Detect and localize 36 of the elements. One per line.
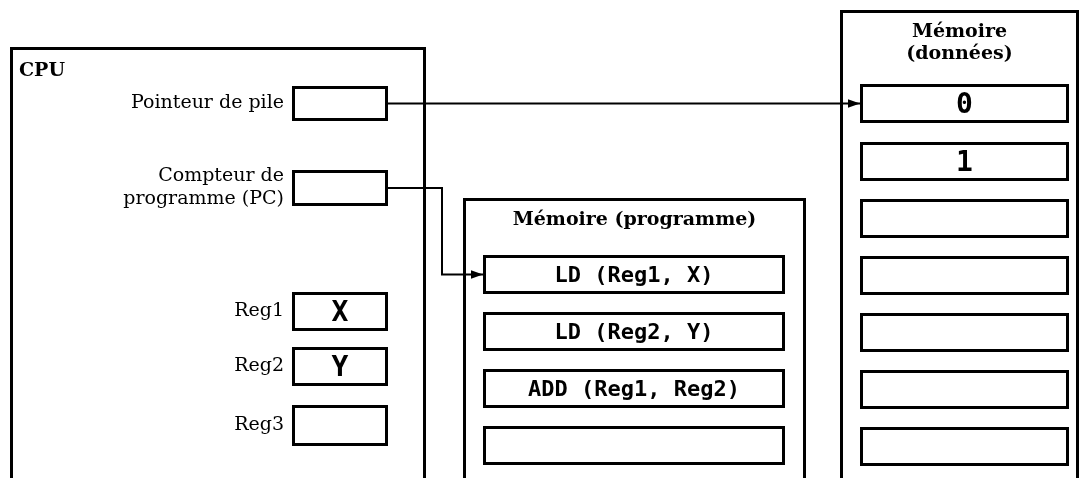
register-cell (483, 255, 785, 294)
empty-cell (860, 199, 1069, 238)
cell-value: Y (331, 350, 349, 383)
empty-cell (292, 86, 388, 121)
empty-cell (860, 427, 1069, 466)
cell-value: LD (Reg1, X) (554, 262, 714, 287)
empty-cell (860, 256, 1069, 295)
panel-title: CPU (19, 58, 65, 80)
register-label: Reg1 (233, 298, 284, 321)
register-cell (483, 369, 785, 408)
register-cell (860, 84, 1069, 123)
memory-panel (463, 198, 806, 478)
empty-cell (860, 313, 1069, 352)
empty-cell (292, 405, 388, 446)
cell-value: 0 (956, 87, 973, 120)
panel-title: Mémoire (programme) (511, 207, 758, 229)
register-label: Pointeur de pile (130, 90, 284, 113)
memory-panel (840, 10, 1079, 478)
register-cell (292, 292, 388, 331)
register-cell (860, 142, 1069, 181)
empty-cell (860, 370, 1069, 409)
arrow (387, 99, 861, 108)
register-cell (292, 347, 388, 386)
cell-value: LD (Reg2, Y) (554, 319, 714, 344)
empty-cell (292, 170, 388, 206)
cell-value: 1 (956, 145, 973, 178)
register-label: Compteur de programme (PC) (122, 163, 284, 209)
register-label: Reg3 (233, 412, 284, 435)
cpu-panel (10, 47, 426, 478)
panel-title: Mémoire (données) (905, 19, 1014, 63)
cell-value: X (331, 295, 349, 328)
register-label: Reg2 (233, 353, 284, 376)
register-cell (483, 312, 785, 351)
cell-value: ADD (Reg1, Reg2) (528, 376, 740, 401)
arrow (387, 187, 484, 279)
empty-cell (483, 426, 785, 465)
